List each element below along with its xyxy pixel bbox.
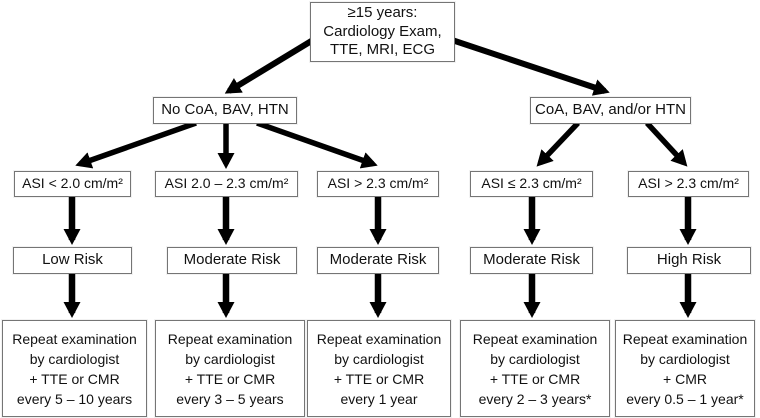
arrow-coa-to-asi-4	[536, 121, 580, 167]
node-asi-over-2-3-comorbid: ASI > 2.3 cm/m²	[628, 171, 749, 197]
node-risk-moderate-3: Moderate Risk	[470, 247, 593, 274]
node-asi-2-0-to-2-3: ASI 2.0 – 2.3 cm/m²	[155, 171, 298, 197]
node-risk-moderate-2: Moderate Risk	[317, 247, 439, 274]
node-no-coa-bav-htn: No CoA, BAV, HTN	[153, 97, 297, 124]
node-coa-bav-htn: CoA, BAV, and/or HTN	[530, 97, 691, 124]
arrow-no-coa-to-asi-3	[256, 120, 378, 169]
node-asi-lte-2-3: ASI ≤ 2.3 cm/m²	[470, 171, 593, 197]
arrow-entry-to-no-coa	[224, 37, 315, 94]
node-risk-moderate-1: Moderate Risk	[167, 247, 297, 274]
node-followup-5-10-years: Repeat examination by cardiologist + TTE…	[2, 320, 147, 417]
arrow-no-coa-to-asi-1	[75, 120, 197, 169]
node-followup-0-5-1-year: Repeat examination by cardiologist + CMR…	[615, 320, 755, 417]
node-followup-3-5-years: Repeat examination by cardiologist + TTE…	[155, 320, 305, 417]
arrow-entry-to-coa	[451, 37, 610, 96]
node-followup-2-3-years: Repeat examination by cardiologist + TTE…	[460, 320, 610, 417]
node-risk-low: Low Risk	[13, 247, 132, 274]
node-entry-criteria: ≥15 years: Cardiology Exam, TTE, MRI, EC…	[310, 2, 455, 62]
node-followup-1-year: Repeat examination by cardiologist + TTE…	[307, 320, 451, 417]
node-asi-over-2-3: ASI > 2.3 cm/m²	[317, 171, 439, 197]
node-asi-under-2-0: ASI < 2.0 cm/m²	[14, 171, 131, 197]
arrow-coa-to-asi-5	[644, 121, 688, 167]
node-risk-high: High Risk	[627, 247, 751, 274]
